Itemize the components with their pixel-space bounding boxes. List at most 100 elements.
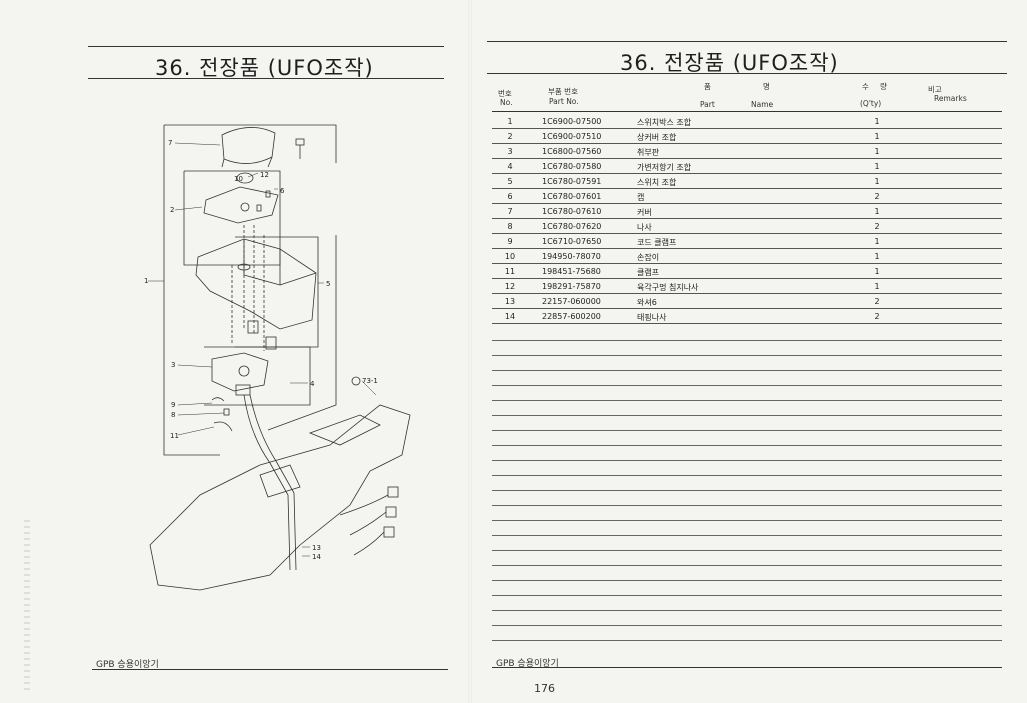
row-part-number: 22857-600200 [542, 312, 601, 321]
row-part-number: 1C6900-07500 [542, 117, 602, 126]
header-remarks-ko: 비고 [928, 85, 942, 94]
table-line [492, 385, 1002, 386]
row-part-number: 1C6900-07510 [542, 132, 602, 141]
table-row: 7 1C6780-07610 커버 1 [492, 204, 1002, 219]
row-no: 8 [507, 222, 513, 231]
left-page-footer: GPB 승용이앙기 [96, 660, 159, 670]
header-no-ko: 번호 [498, 89, 512, 98]
row-quantity: 1 [874, 207, 880, 216]
header-qty-en: (Q'ty) [860, 99, 882, 108]
callout-73-1: 73-1 [362, 377, 378, 385]
title-rule-bottom [88, 78, 444, 79]
callout-1: 1 [144, 277, 148, 285]
header-no-en: No. [500, 98, 513, 107]
table-row: 1 1C6900-07500 스위치박스 조합 1 [492, 114, 1002, 129]
row-quantity: 1 [874, 177, 880, 186]
row-part-name: 커버 [637, 208, 652, 217]
row-no: 1 [507, 117, 513, 126]
row-part-number: 1C6780-07601 [542, 192, 602, 201]
row-part-name: 손잡이 [637, 253, 660, 262]
row-quantity: 2 [874, 312, 880, 321]
header-name-ko-1: 품 [704, 82, 711, 91]
row-part-number: 1C6800-07560 [542, 147, 602, 156]
table-row: 2 1C6900-07510 상커버 조합 1 [492, 129, 1002, 144]
table-line [492, 460, 1002, 461]
table-row: 3 1C6800-07560 취부판 1 [492, 144, 1002, 159]
callout-3: 3 [171, 361, 175, 369]
table-header-rule [492, 111, 1002, 112]
table-line [492, 475, 1002, 476]
table-line [492, 445, 1002, 446]
callout-10: 10 [234, 175, 243, 183]
table-row: 5 1C6780-07591 스위치 조합 1 [492, 174, 1002, 189]
row-quantity: 1 [874, 147, 880, 156]
header-qty-ko-2: 량 [880, 82, 887, 91]
page-gutter [468, 0, 472, 703]
callout-4: 4 [310, 380, 315, 388]
table-line [492, 370, 1002, 371]
row-quantity: 1 [874, 267, 880, 276]
row-part-name: 나사 [637, 223, 652, 232]
callout-6: 6 [280, 187, 285, 195]
row-part-name: 클램프 [637, 268, 660, 277]
row-quantity: 1 [874, 162, 880, 171]
header-part-en: Part No. [549, 97, 579, 106]
row-part-name: 상커버 조합 [637, 133, 677, 142]
table-line [492, 640, 1002, 641]
right-footer-rule [492, 667, 1002, 668]
table-row: 9 1C6710-07650 코드 클램프 1 [492, 234, 1002, 249]
right-page: 36. 전장품 (UFO조작) 번호 No. 부품 번호 Part No. 품 … [470, 0, 1027, 703]
row-part-number: 1C6780-07580 [542, 162, 602, 171]
row-part-number: 1C6780-07610 [542, 207, 602, 216]
table-line [492, 415, 1002, 416]
table-line [492, 520, 1002, 521]
table-row: 12 198291-75870 육각구멍 침지나사 1 [492, 279, 1002, 294]
table-line [492, 550, 1002, 551]
row-part-name: 캡 [637, 193, 645, 202]
right-title-rule-top [487, 41, 1007, 42]
table-line [492, 400, 1002, 401]
header-name-ko-2: 명 [763, 82, 770, 91]
page-number: 176 [534, 682, 555, 695]
table-line [492, 490, 1002, 491]
header-part-ko: 부품 번호 [548, 87, 578, 96]
row-no: 11 [504, 267, 516, 276]
row-part-name: 가변저항기 조합 [637, 163, 692, 172]
callout-7: 7 [168, 139, 172, 147]
diagram-svg: 7 10 12 6 2 1 5 3 4 9 8 11 73-1 13 14 [144, 124, 411, 591]
callout-12: 12 [260, 171, 269, 179]
row-no: 13 [504, 297, 516, 306]
row-quantity: 1 [874, 117, 880, 126]
row-quantity: 1 [874, 252, 880, 261]
row-part-name: 코드 클램프 [637, 238, 677, 247]
left-page-title: 36. 전장품 (UFO조작) [155, 56, 374, 80]
row-quantity: 1 [874, 132, 880, 141]
row-part-number: 194950-78070 [542, 252, 601, 261]
table-line [492, 505, 1002, 506]
row-no: 4 [507, 162, 513, 171]
exploded-parts-diagram: 7 10 12 6 2 1 5 3 4 9 8 11 73-1 13 14 [140, 115, 440, 595]
row-part-name: 스위치박스 조합 [637, 118, 692, 127]
row-no: 14 [504, 312, 516, 321]
callout-2: 2 [170, 206, 174, 214]
row-no: 9 [507, 237, 513, 246]
table-line [492, 580, 1002, 581]
callout-11: 11 [170, 432, 179, 440]
table-row: 13 22157-060000 와셔6 2 [492, 294, 1002, 309]
table-line [492, 595, 1002, 596]
row-no: 3 [507, 147, 513, 156]
row-quantity: 2 [874, 222, 880, 231]
row-part-number: 198291-75870 [542, 282, 601, 291]
left-footer-rule [92, 669, 448, 670]
row-quantity: 2 [874, 297, 880, 306]
scan-edge-marks [24, 520, 30, 690]
table-row: 6 1C6780-07601 캡 2 [492, 189, 1002, 204]
table-row: 11 198451-75680 클램프 1 [492, 264, 1002, 279]
header-name-en-2: Name [751, 100, 774, 109]
row-part-number: 22157-060000 [542, 297, 601, 306]
row-part-number: 198451-75680 [542, 267, 601, 276]
row-quantity: 2 [874, 192, 880, 201]
table-row: 10 194950-78070 손잡이 1 [492, 249, 1002, 264]
table-line [492, 565, 1002, 566]
row-no: 6 [507, 192, 513, 201]
